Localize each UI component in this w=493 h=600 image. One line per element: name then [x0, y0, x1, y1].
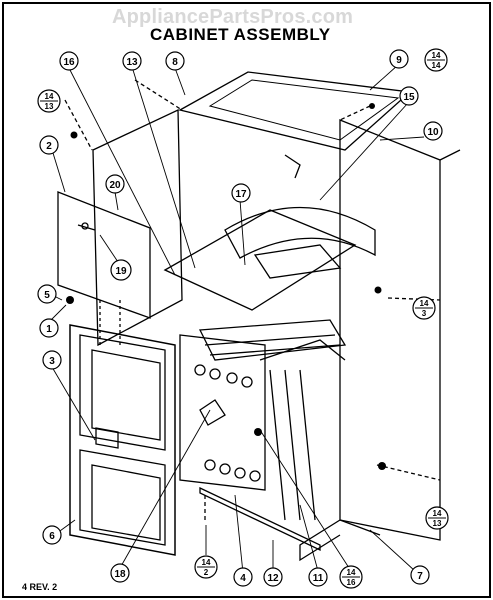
- fraction-14-3-den: 3: [422, 309, 427, 318]
- heat-exchanger-tubes: [198, 319, 347, 361]
- callout-16: [59, 51, 79, 71]
- callout-3-label: 3: [49, 356, 55, 367]
- callout-18-label: 18: [114, 569, 126, 580]
- callout-6: [42, 525, 62, 545]
- left-side-panel: [92, 108, 183, 347]
- callout-19: [110, 259, 132, 281]
- callout-20: [105, 174, 125, 194]
- callout-19-label: 19: [115, 266, 127, 277]
- callout-6-label: 6: [49, 531, 55, 542]
- top-panel-bracket: [284, 154, 301, 179]
- callout-16-label: 16: [63, 57, 75, 68]
- tube-assembly: [269, 369, 316, 521]
- callout-5-label: 5: [44, 290, 50, 301]
- callout-18: [110, 563, 130, 583]
- callout-4-label: 4: [240, 573, 246, 584]
- fraction-14-14-top: 14: [432, 51, 441, 60]
- inner-front-panel: [179, 334, 266, 491]
- screw: [369, 103, 375, 109]
- callout-5: [37, 284, 57, 304]
- callout-12: [263, 567, 283, 587]
- leader-lines: [47, 64, 425, 574]
- callout-17: [231, 183, 251, 203]
- diagram-title: CABINET ASSEMBLY: [150, 25, 331, 44]
- callout-17-label: 17: [235, 189, 247, 200]
- callout-7-label: 7: [417, 571, 423, 582]
- access-door: [57, 191, 151, 319]
- base-rail-front: [199, 486, 321, 552]
- callout-10-label: 10: [427, 127, 439, 138]
- fraction-14-2-num: 14: [202, 558, 211, 567]
- screw: [66, 296, 74, 304]
- fraction-14-16-num: 14: [347, 568, 356, 577]
- callout-4: [233, 567, 253, 587]
- callout-20-label: 20: [109, 180, 121, 191]
- screw: [378, 462, 386, 470]
- grille-label: [95, 427, 119, 449]
- callout-11-label: 11: [313, 573, 324, 584]
- fraction-14-13-top-den: 13: [45, 102, 54, 111]
- callout-15-label: 15: [403, 92, 415, 103]
- front-grille: [69, 324, 176, 556]
- callout-8: [165, 51, 185, 71]
- screw: [374, 286, 382, 294]
- callout-7: [410, 565, 430, 585]
- heat-exchanger-top: [224, 206, 376, 259]
- callout-2: [39, 135, 59, 155]
- right-cabinet-panel: [339, 119, 441, 541]
- callout-9-label: 9: [396, 55, 402, 66]
- callout-2-label: 2: [46, 141, 52, 152]
- callout-9: [389, 49, 409, 69]
- callout-3: [42, 350, 62, 370]
- fraction-14-2-den: 2: [204, 568, 209, 577]
- revision-label: 4 REV. 2: [22, 582, 58, 592]
- callout-1: [39, 318, 59, 338]
- callout-1-label: 1: [46, 324, 52, 335]
- fraction-14-3-num: 14: [420, 299, 429, 308]
- callout-15: [399, 86, 419, 106]
- callout-13: [122, 51, 142, 71]
- inner-shelf: [163, 209, 357, 311]
- callout-8-label: 8: [172, 57, 178, 68]
- callout-10: [423, 121, 443, 141]
- fraction-14-16-den: 16: [347, 578, 356, 587]
- callout-11: [308, 567, 328, 587]
- watermark: AppliancePartsPros.com: [112, 6, 354, 28]
- fraction-14-14-bottom: 14: [432, 61, 441, 70]
- fraction-14-13-top-num: 14: [45, 92, 54, 101]
- screw: [254, 428, 262, 436]
- fraction-14-13-bottom-num: 14: [433, 509, 442, 518]
- callout-13-label: 13: [126, 57, 138, 68]
- screw: [70, 131, 78, 139]
- callout-12-label: 12: [267, 573, 279, 584]
- fraction-14-13-bottom-den: 13: [433, 519, 442, 528]
